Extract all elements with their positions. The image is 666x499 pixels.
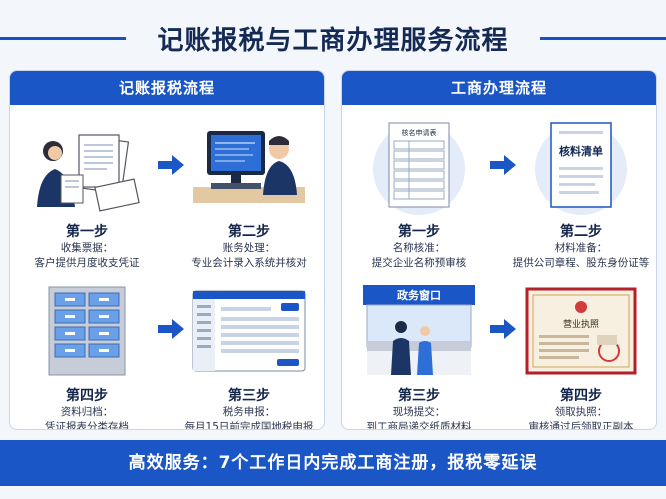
bookkeeping-step-2: 第二步 账务处理： 专业会计录入系统并核对 <box>176 117 322 271</box>
flow-arrow-icon <box>158 155 184 175</box>
bookkeeping-step-3: 第三步 税务申报： 每月15日前完成国地税申报 <box>176 281 322 430</box>
page-title: 记账报税与工商办理服务流程 <box>157 26 509 56</box>
flow-arrow-icon <box>158 319 184 339</box>
flow-arrow-icon <box>490 155 516 175</box>
step-number: 第二步 <box>228 224 270 240</box>
service-window-icon: 政务窗口 <box>359 281 479 381</box>
bookkeeping-panel: 记账报税流程 第一步 收集票据： 客户提供月度收支凭证 <box>9 70 325 430</box>
step-description: 提供公司章程、股东身份证等 <box>512 257 650 269</box>
step-name: 领取执照： <box>554 406 608 418</box>
step-description: 提交企业名称预审核 <box>371 257 467 269</box>
business-registration-panel: 工商办理流程 核名申请表 第一步 名称核准： 提交企业名称预审核 <box>341 70 657 430</box>
step-name: 收集票据： <box>60 242 114 254</box>
step-number: 第四步 <box>66 388 108 404</box>
title-divider-right <box>540 37 666 40</box>
bookkeeping-step-1: 第一步 收集票据： 客户提供月度收支凭证 <box>14 117 160 271</box>
title-row: 记账报税与工商办理服务流程 <box>0 14 666 62</box>
footer-banner: 高效服务：7个工作日内完成工商注册，报税零延误 <box>0 440 666 486</box>
registration-step-4: 营业执照 第四步 领取执照： 审核通过后领取正副本 <box>508 281 654 430</box>
step-name: 账务处理： <box>222 242 276 254</box>
step-name: 税务申报： <box>222 406 276 418</box>
step-number: 第一步 <box>398 224 440 240</box>
step-number: 第三步 <box>398 388 440 404</box>
step-description: 专业会计录入系统并核对 <box>191 257 307 269</box>
checklist-title: 核料清单 <box>559 144 603 158</box>
flow-arrow-icon <box>490 319 516 339</box>
tax-software-icon <box>189 281 309 381</box>
title-divider-left <box>0 37 126 40</box>
checklist-icon: 核料清单 <box>521 117 641 217</box>
bookkeeping-panel-header: 记账报税流程 <box>10 71 324 105</box>
license-title: 营业执照 <box>563 318 599 330</box>
step-description: 到工商局递交纸质材料 <box>366 421 472 430</box>
step-number: 第二步 <box>560 224 602 240</box>
step-name: 资料归档： <box>60 406 114 418</box>
step-number: 第四步 <box>560 388 602 404</box>
registration-step-2: 核料清单 第二步 材料准备： 提供公司章程、股东身份证等 <box>508 117 654 271</box>
step-name: 现场提交： <box>392 406 446 418</box>
registration-step-1: 核名申请表 第一步 名称核准： 提交企业名称预审核 <box>346 117 492 271</box>
computer-accountant-icon <box>189 117 309 217</box>
step-number: 第一步 <box>66 224 108 240</box>
step-description: 凭证报表分类存档 <box>45 421 129 430</box>
window-label: 政务窗口 <box>397 288 441 302</box>
step-number: 第三步 <box>228 388 270 404</box>
step-description: 每月15日前完成国地税申报 <box>184 421 314 430</box>
bookkeeping-step-4: 第四步 资料归档： 凭证报表分类存档 <box>14 281 160 430</box>
registration-step-3: 政务窗口 第三步 现场提交： 到工商局递交纸质材料 <box>346 281 492 430</box>
document-worker-icon <box>27 117 147 217</box>
business-license-icon: 营业执照 <box>521 281 641 381</box>
business-registration-panel-header: 工商办理流程 <box>342 71 656 105</box>
form-title: 核名申请表 <box>402 128 437 137</box>
application-form-icon: 核名申请表 <box>359 117 479 217</box>
step-description: 审核通过后领取正副本 <box>528 421 634 430</box>
step-description: 客户提供月度收支凭证 <box>34 257 140 269</box>
step-name: 名称核准： <box>392 242 446 254</box>
step-name: 材料准备： <box>554 242 608 254</box>
filing-cabinet-icon <box>27 281 147 381</box>
